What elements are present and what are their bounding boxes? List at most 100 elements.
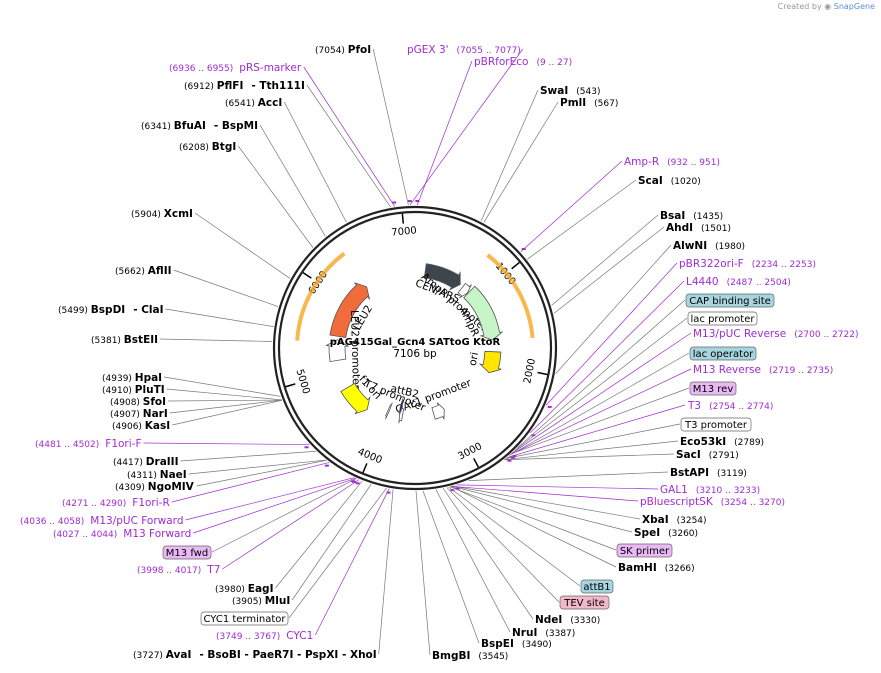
enzyme-label[interactable]: (4906) KasI (112, 420, 170, 432)
primer-label[interactable]: (3749 .. 3767)CYC1 (216, 630, 313, 642)
primer-label[interactable]: (6936 .. 6955)pRS-marker (169, 62, 302, 74)
enzyme-label[interactable]: (4309) NgoMIV (115, 481, 195, 493)
enzyme-label[interactable]: SacI(2791) (676, 449, 739, 461)
feature-box[interactable] (200, 611, 289, 626)
enzyme-label[interactable]: (3980) EagI (215, 583, 273, 595)
feature-cen-ars[interactable] (423, 263, 461, 291)
label-line (517, 299, 686, 449)
enzyme-label[interactable]: SwaI(543) (540, 85, 600, 97)
enzyme-label[interactable]: BsaI(1435) (660, 210, 723, 222)
enzyme-label[interactable]: (6541) AccI (225, 97, 282, 109)
primer-label[interactable]: pBR322ori-F(2234 .. 2253) (679, 258, 816, 270)
enzyme-label[interactable]: AhdI(1501) (666, 222, 731, 234)
enzyme-label[interactable]: BamHI(3266) (618, 562, 695, 574)
enzyme-label[interactable]: BmgBI(3545) (432, 650, 508, 662)
enzyme-position: (5662) (115, 267, 148, 277)
enzyme-name: ScaI (638, 175, 663, 187)
primer-position: (2234 .. 2253) (752, 260, 816, 270)
feature-box[interactable] (680, 417, 752, 432)
enzyme-label[interactable]: (6341) BfuAI- BspMI (141, 120, 258, 132)
primer-label[interactable]: M13 Reverse(2719 .. 2735) (693, 364, 833, 376)
primer-label[interactable]: pBluescriptSK(3254 .. 3270) (640, 496, 785, 508)
enzyme-name: PfoI (348, 44, 371, 56)
label-line (551, 214, 659, 306)
enzyme-position: (5904) (131, 210, 164, 220)
primer-label[interactable]: (4036 .. 4058)M13/pUC Forward (20, 515, 183, 527)
enzyme-label[interactable]: (7054) PfoI (315, 44, 371, 56)
feature-box[interactable] (162, 545, 212, 560)
primer-label[interactable]: M13/pUC Reverse(2700 .. 2722) (693, 328, 858, 340)
primer-label[interactable]: (4271 .. 4290)F1ori-R (62, 497, 170, 509)
enzyme-label[interactable]: (6208) BtgI (179, 141, 236, 153)
enzyme-name: AvaI (166, 649, 192, 661)
enzyme-position: (6912) (184, 82, 217, 92)
primer-label[interactable]: L4440(2487 .. 2504) (686, 276, 791, 288)
enzyme-position: (6341) (141, 122, 174, 132)
feature-leu2-promoter[interactable] (325, 339, 350, 363)
feature-leu2[interactable] (329, 282, 371, 338)
feature-gal1-promoter[interactable] (431, 402, 445, 420)
feature-box[interactable] (559, 595, 610, 610)
enzyme-name: AhdI (666, 222, 693, 234)
enzyme-position: (7054) (315, 46, 348, 56)
enzyme-label[interactable]: AlwNI(1980) (673, 240, 745, 252)
feature-ori[interactable] (478, 350, 502, 374)
enzyme-label[interactable]: PmlI(567) (560, 97, 618, 109)
label-line (372, 48, 409, 206)
primer-label[interactable]: pBRforEco(9 .. 27) (474, 56, 572, 68)
enzyme-label[interactable]: (5499) BspDI- ClaI (58, 304, 164, 316)
primer-label[interactable]: T3(2754 .. 2774) (687, 400, 773, 412)
primer-label[interactable]: (4481 .. 4502)F1ori-F (35, 438, 142, 450)
enzyme-label[interactable]: (4910) PluTI (102, 384, 165, 396)
enzyme-label[interactable]: (4311) NaeI (127, 469, 187, 481)
enzyme-label[interactable]: Eco53kI(2789) (680, 436, 764, 448)
enzyme-label[interactable]: BspEI(3490) (481, 638, 552, 650)
label-line (306, 84, 391, 208)
enzyme-label[interactable]: NdeI(3330) (535, 614, 600, 626)
feature-f1-ori[interactable] (340, 382, 371, 415)
enzyme-label[interactable]: (5381) BstEII (91, 334, 158, 346)
enzyme-label[interactable]: (3727) AvaI- BsoBI - PaeR7I - PspXI - Xh… (133, 649, 377, 661)
enzyme-label[interactable]: (4939) HpaI (102, 372, 162, 384)
primer-name: M13/pUC Reverse (693, 328, 786, 340)
feature-attb2[interactable] (398, 398, 404, 415)
primer-label[interactable]: (4027 .. 4044)M13 Forward (53, 528, 191, 540)
feature-box[interactable] (689, 381, 737, 396)
label-line (378, 489, 394, 655)
label-line (416, 60, 473, 206)
feature-box[interactable] (687, 311, 758, 326)
enzyme-label[interactable]: (4907) NarI (110, 408, 168, 420)
enzyme-position: (3260) (668, 529, 698, 539)
enzyme-label[interactable]: SpeI(3260) (634, 527, 698, 539)
feature-t7-promoter[interactable] (385, 402, 393, 420)
feature-box[interactable] (616, 543, 673, 558)
enzyme-label[interactable]: (3905) MluI (232, 595, 290, 607)
label-line (510, 368, 692, 455)
primer-name: F1ori-F (105, 438, 141, 450)
primer-label[interactable]: pGEX 3'(7055 .. 7077) (407, 44, 521, 56)
tick-mark (401, 213, 405, 224)
enzyme-label[interactable]: ScaI(1020) (638, 175, 701, 187)
enzyme-name: SfoI (143, 396, 166, 408)
feature-box[interactable] (685, 293, 775, 308)
enzyme-label[interactable]: (5662) AflII (115, 265, 172, 277)
enzyme-label[interactable]: (5904) XcmI (131, 208, 193, 220)
primer-position: (4027 .. 4044) (53, 530, 117, 540)
enzyme-label[interactable]: (6912) PflFI- Tth111I (184, 80, 305, 92)
enzyme-label[interactable]: (4908) SfoI (110, 396, 166, 408)
enzyme-name: BspDI (91, 304, 125, 316)
primer-label[interactable]: Amp-R(932 .. 951) (624, 156, 720, 168)
feature-ampr[interactable] (463, 285, 503, 341)
feature-ampr-promoter[interactable] (457, 282, 472, 299)
enzyme-label[interactable]: BstAPI(3119) (670, 467, 747, 479)
enzyme-label[interactable]: NruI(3387) (512, 627, 575, 639)
plasmid-size: 7106 bp (393, 348, 437, 360)
feature-box[interactable] (580, 579, 614, 594)
feature-box[interactable] (689, 346, 757, 361)
label-line (259, 124, 326, 237)
primer-label[interactable]: (3998 .. 4017)T7 (137, 564, 220, 576)
feature-box-label: attB1 (583, 582, 610, 593)
enzyme-label[interactable]: XbaI(3254) (642, 514, 707, 526)
enzyme-label[interactable]: (4417) DraIII (113, 456, 179, 468)
primer-label[interactable]: GAL1(3210 .. 3233) (660, 484, 760, 496)
